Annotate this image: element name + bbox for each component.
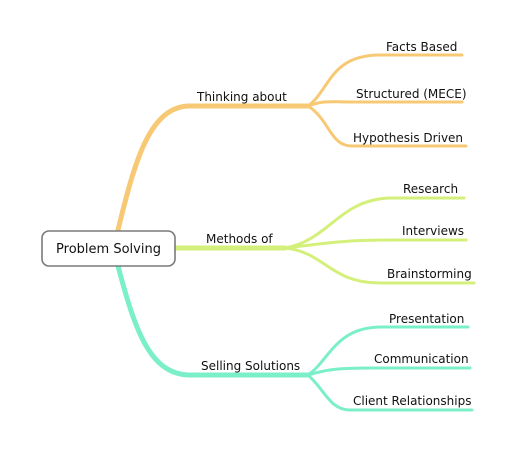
branch-thinking-about[interactable]: Thinking about Facts Based Structured (M… — [115, 40, 468, 233]
branch-label: Thinking about — [196, 90, 287, 104]
leaf-label: Interviews — [402, 224, 464, 238]
leaf-connector — [306, 325, 470, 377]
leaf-connector — [306, 53, 464, 108]
branch-connector — [115, 263, 311, 378]
leaf-connector — [306, 100, 464, 108]
leaf-connector — [306, 366, 472, 377]
leaf-label: Brainstorming — [387, 267, 472, 281]
leaf-connector — [283, 238, 468, 250]
root-node[interactable]: Problem Solving — [41, 230, 176, 267]
leaf-label: Research — [403, 182, 458, 196]
leaf-connector — [306, 373, 474, 412]
branch-connector — [115, 103, 311, 233]
branch-label: Selling Solutions — [201, 359, 300, 373]
leaf-label: Structured (MECE) — [356, 87, 467, 101]
leaf-label: Facts Based — [386, 40, 457, 54]
leaf-label: Communication — [374, 352, 469, 366]
root-node-box — [41, 230, 176, 267]
root-node-label: Problem Solving — [56, 242, 161, 257]
leaf-label: Client Relationships — [353, 394, 471, 408]
branch-methods-of[interactable]: Methods of Research Interviews Brainstor… — [171, 182, 476, 285]
branch-selling-solutions[interactable]: Selling Solutions Presentation Communica… — [115, 263, 474, 412]
branch-label: Methods of — [206, 232, 273, 246]
leaf-connector — [306, 104, 468, 148]
leaf-label: Hypothesis Driven — [353, 131, 463, 145]
leaf-label: Presentation — [389, 312, 464, 326]
leaf-connector — [283, 196, 466, 250]
leaf-connector — [283, 246, 476, 285]
